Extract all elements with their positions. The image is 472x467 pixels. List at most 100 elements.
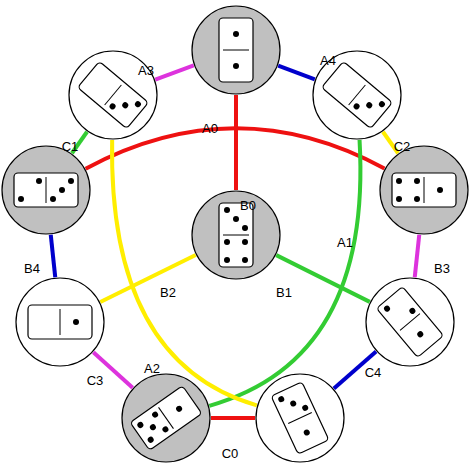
domino-pip [134,100,142,108]
domino-body [219,203,253,267]
domino-tile [130,386,202,451]
domino-tile [14,173,78,207]
edge-line [415,235,420,278]
domino-pip [352,102,360,110]
domino-pip [175,405,183,413]
edge-line [211,416,255,420]
circle-shape [122,374,210,462]
domino-pip [383,304,391,312]
circle-outline [365,277,455,367]
edge-label: B4 [24,262,40,275]
domino-circle [379,145,469,235]
domino-pip [396,196,402,202]
edge-line [155,65,193,79]
domino-pip [18,196,24,202]
domino-pip [59,187,65,193]
domino-pip [301,404,309,412]
domino-pip [147,436,155,444]
circle-outline [255,373,345,463]
circle-outline [121,373,211,463]
domino-pip [233,63,239,69]
edge-label: A1 [337,236,353,249]
domino-body [322,61,393,128]
domino-pip [149,423,157,431]
domino-circle [255,373,345,463]
edge-label: A4 [320,54,336,67]
domino-pip [233,216,239,222]
domino-tile [78,61,149,128]
domino-divider [60,309,61,335]
domino-body [14,173,78,207]
edge-line [276,255,370,302]
domino-tile [28,305,92,339]
domino-pip [73,319,79,325]
edge-label: B1 [276,286,292,299]
edge-line [51,235,56,278]
circle-shape [192,6,280,94]
circle-shape [192,191,280,279]
domino-pip [303,429,311,437]
domino-circle [15,277,105,367]
domino-circle [1,145,91,235]
circle-shape [256,374,344,462]
circle-shape [366,278,454,366]
circle-outline [191,5,281,95]
domino-pip [224,239,230,245]
domino-pip [437,187,443,193]
edge-line [278,66,315,80]
edge-line [100,255,195,302]
domino-circle [191,190,281,280]
domino-pip [151,410,159,418]
circle-outline [379,145,469,235]
domino-tile [322,61,393,128]
domino-pip [414,196,420,202]
domino-pip [233,31,239,37]
domino-tile [271,382,329,454]
domino-circle [191,5,281,95]
circle-outline [15,277,105,367]
domino-pip [121,101,129,109]
edge-label: B3 [434,262,450,275]
domino-tile [219,203,253,267]
edge-label: C3 [87,374,104,387]
circle-shape [16,278,104,366]
domino-pip [365,101,373,109]
edge-label: C1 [62,140,79,153]
domino-tile [376,287,443,358]
domino-body [376,287,443,358]
circle-outline [1,145,91,235]
edge-label: C4 [365,366,382,379]
circle-shape [2,146,90,234]
domino-pip [224,257,230,263]
edge-label: A0 [202,122,218,135]
domino-pip [161,425,169,433]
domino-circle [365,277,455,367]
domino-pip [378,100,386,108]
domino-divider [424,177,425,203]
domino-pip [108,102,116,110]
circle-shape [380,146,468,234]
edge-label: B2 [160,286,176,299]
domino-divider [46,177,47,203]
domino-divider [159,407,174,428]
domino-pip [414,178,420,184]
domino-pip [50,196,56,202]
domino-divider [400,314,420,331]
domino-pip [136,421,144,429]
domino-pip [242,257,248,263]
edge-line [234,95,238,190]
domino-body [78,61,149,128]
circle-shape [69,51,157,139]
domino-divider [288,413,312,424]
edge-label: C0 [222,447,239,460]
domino-body [392,173,456,207]
domino-pip [396,178,402,184]
domino-divider [349,85,366,105]
edge-label: C2 [394,140,411,153]
domino-pip [68,178,74,184]
domino-pip [416,330,424,338]
edge-label: A3 [138,64,154,77]
circle-outline [191,190,281,280]
domino-divider [105,85,122,105]
